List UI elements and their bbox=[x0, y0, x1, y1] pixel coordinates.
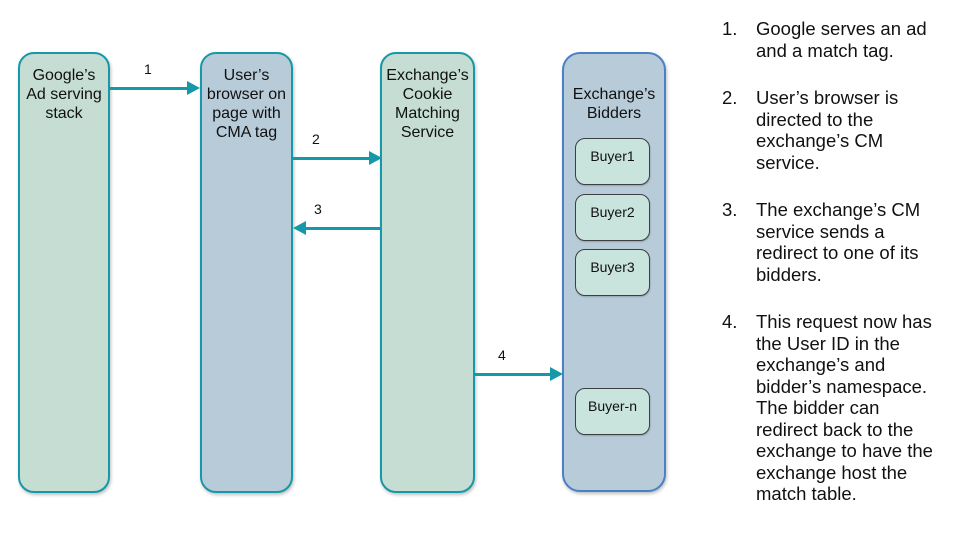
node-user-browser: User’s browser on page with CMA tag bbox=[200, 52, 293, 493]
buyer3-box: Buyer3 bbox=[575, 249, 650, 296]
step2-text: User’s browser is directed to the exchan… bbox=[756, 87, 899, 173]
arrow-step4: 4 bbox=[475, 347, 563, 381]
step1-number: 1. bbox=[722, 18, 738, 39]
steps-list: 1. Google serves an ad and a match tag. … bbox=[710, 18, 956, 531]
buyer2-box: Buyer2 bbox=[575, 194, 650, 241]
arrow-step3-label: 3 bbox=[314, 201, 322, 217]
list-item-step4: 4. This request now has the User ID in t… bbox=[710, 311, 956, 505]
node-exchange-cookie-matching-service: Exchange’s Cookie Matching Service bbox=[380, 52, 475, 493]
node-exchange-bidders: Exchange’s Bidders Buyer1 Buyer2 Buyer3 … bbox=[562, 52, 666, 492]
arrowhead-left-icon bbox=[293, 221, 306, 235]
node-google-ad-serving-stack: Google’s Ad serving stack bbox=[18, 52, 110, 493]
arrow-step2-label: 2 bbox=[312, 131, 320, 147]
list-item-step2: 2. User’s browser is directed to the exc… bbox=[710, 87, 956, 173]
arrow-step1: 1 bbox=[110, 61, 200, 95]
step3-number: 3. bbox=[722, 199, 738, 220]
buyer1-box: Buyer1 bbox=[575, 138, 650, 185]
list-item-step1: 1. Google serves an ad and a match tag. bbox=[710, 18, 956, 61]
arrow-step2-shaft bbox=[293, 157, 371, 160]
list-item-step3: 3. The exchange’s CM service sends a red… bbox=[710, 199, 956, 285]
node-exchange-bidders-label: Exchange’s Bidders bbox=[572, 86, 656, 122]
arrow-step4-shaft bbox=[475, 373, 552, 376]
arrowhead-right-icon bbox=[369, 151, 382, 165]
arrow-step3-shaft bbox=[304, 227, 382, 230]
step2-number: 2. bbox=[722, 87, 738, 108]
arrowhead-right-icon bbox=[550, 367, 563, 381]
buyer-n-box: Buyer-n bbox=[575, 388, 650, 435]
step1-text: Google serves an ad and a match tag. bbox=[756, 18, 927, 61]
step3-text: The exchange’s CM service sends a redire… bbox=[756, 199, 921, 285]
arrow-step2: 2 bbox=[293, 131, 382, 165]
arrowhead-right-icon bbox=[187, 81, 200, 95]
arrow-step1-label: 1 bbox=[144, 61, 152, 77]
arrow-step3: 3 bbox=[293, 201, 382, 235]
arrow-step4-label: 4 bbox=[498, 347, 506, 363]
arrow-step1-shaft bbox=[110, 87, 189, 90]
step4-number: 4. bbox=[722, 311, 738, 332]
step4-text: This request now has the User ID in the … bbox=[756, 311, 933, 504]
